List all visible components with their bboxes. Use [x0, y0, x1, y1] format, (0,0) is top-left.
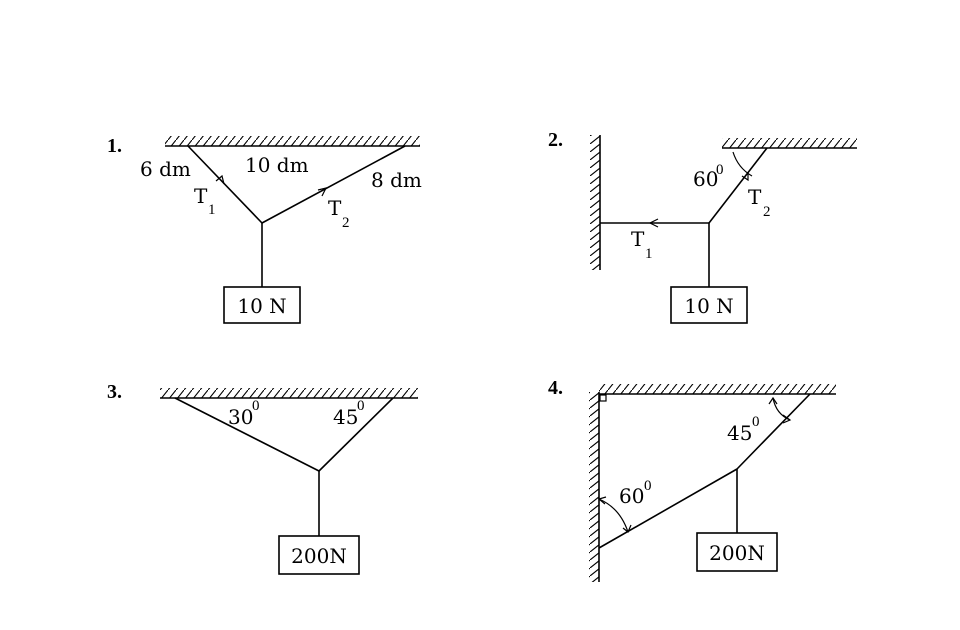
angle-top-label: 45 — [727, 421, 752, 445]
angle-left-label: 30 — [228, 405, 253, 429]
arrow-wall-b — [622, 524, 632, 533]
angle-right-degree: 0 — [357, 398, 365, 414]
weight-label: 200N — [291, 544, 347, 568]
rope-left — [174, 397, 320, 472]
tension-t1-label: T — [631, 227, 645, 251]
rope-right — [318, 397, 394, 472]
angle-degree: 0 — [716, 162, 724, 178]
ceiling-hatch — [599, 384, 836, 394]
ceiling-hatch — [160, 388, 418, 398]
angle-wall-label: 60 — [619, 484, 644, 508]
weight-label: 10 N — [237, 294, 286, 318]
angle-arc-wall — [598, 498, 629, 533]
tension-t1-subscript: 1 — [645, 246, 653, 262]
rope-left — [187, 145, 263, 224]
weight-label: 200N — [709, 541, 765, 565]
angle-arc — [732, 151, 753, 177]
right-angle-mark — [599, 394, 607, 402]
length-left-label: 6 dm — [140, 157, 191, 181]
problem-4: 4. 45 0 60 0 200N — [548, 377, 836, 582]
problem-2: 2. 60 0 T 2 T 1 10 N — [548, 129, 857, 324]
arrow-t2 — [317, 187, 328, 197]
tension-t1-subscript: 1 — [208, 202, 216, 218]
ceiling-hatch — [165, 136, 420, 146]
weight-box — [278, 535, 360, 575]
ceiling-hatch — [722, 138, 857, 148]
weight-box — [223, 286, 301, 324]
arrow-t1 — [648, 218, 659, 228]
length-right-label: 8 dm — [371, 168, 422, 192]
tension-t2-subscript: 2 — [763, 204, 771, 220]
angle-label: 60 — [693, 167, 718, 191]
arrow-t2 — [741, 172, 749, 182]
arrow-t1 — [215, 174, 225, 185]
angle-left-degree: 0 — [252, 398, 260, 414]
arrow-top-b — [782, 414, 792, 424]
tension-t2-subscript: 2 — [342, 215, 350, 231]
problem-number: 1. — [107, 135, 122, 157]
weight-box — [696, 532, 778, 572]
problem-number: 3. — [107, 381, 122, 403]
weight-box — [670, 286, 748, 324]
wall-hatch — [589, 392, 599, 582]
problem-number: 4. — [548, 377, 563, 399]
tension-t2-label: T — [748, 185, 762, 209]
length-top-label: 10 dm — [245, 153, 309, 177]
problem-1: 1. 6 dm 10 dm 8 dm T 1 T 2 10 N — [107, 135, 422, 324]
arrow-wall-a — [597, 496, 607, 505]
angle-right-label: 45 — [333, 405, 358, 429]
rope-t2 — [708, 147, 768, 224]
tension-t2-label: T — [328, 196, 342, 220]
angle-top-degree: 0 — [752, 414, 760, 430]
angle-wall-degree: 0 — [644, 478, 652, 494]
wall-hatch — [590, 135, 600, 270]
rope-right — [261, 145, 406, 224]
problem-3: 3. 30 0 45 0 200N — [107, 381, 418, 575]
tension-t1-label: T — [194, 184, 208, 208]
rope-ceiling — [736, 393, 811, 470]
problem-number: 2. — [548, 129, 563, 151]
arrow-top-a — [768, 396, 778, 405]
weight-label: 10 N — [684, 294, 733, 318]
rope-wall — [598, 468, 738, 549]
